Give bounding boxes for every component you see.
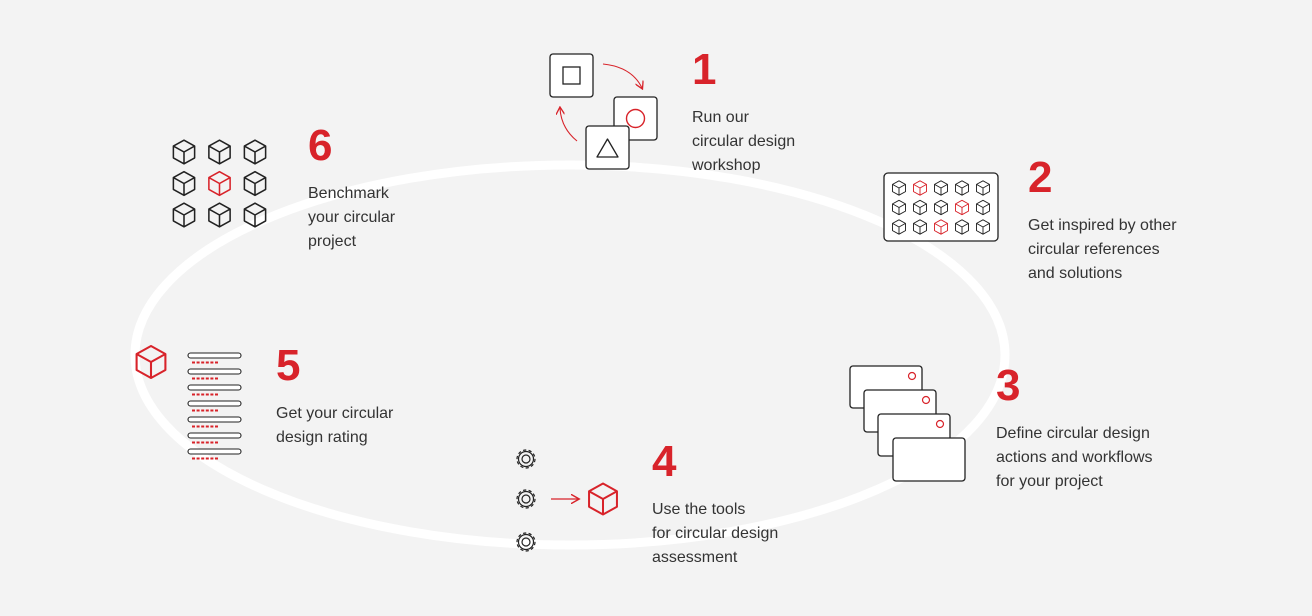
rating-bar — [187, 400, 242, 407]
step-description: Get inspired by other circular reference… — [1028, 217, 1177, 282]
step-5: 5 Get your circular design rating — [276, 344, 393, 450]
cube-icon — [243, 202, 267, 228]
step-description: Define circular design actions and workf… — [996, 425, 1153, 490]
cube-icon — [243, 170, 267, 197]
cube-icon — [172, 170, 196, 197]
step-1: 1 Run our circular design workshop — [692, 48, 795, 178]
rating-bar — [187, 352, 242, 359]
step-2: 2 Get inspired by other circular referen… — [1028, 156, 1177, 286]
rating-list-icon — [135, 344, 242, 460]
cube-icon — [172, 139, 196, 165]
process-ring — [130, 160, 1010, 550]
step-description: Use the tools for circular design assess… — [652, 501, 779, 566]
cube-icon — [208, 170, 231, 197]
step-description: Run our circular design workshop — [692, 109, 796, 174]
step-number: 2 — [1028, 153, 1053, 202]
step-4: 4 Use the tools for circular design asse… — [652, 440, 778, 570]
step-number: 4 — [652, 437, 677, 486]
rating-bar — [187, 416, 242, 423]
rating-bar — [187, 432, 242, 439]
workflow-cards-icon — [849, 365, 966, 482]
rating-bar — [187, 384, 242, 391]
cube-icon — [208, 202, 231, 228]
rating-bar — [187, 448, 242, 455]
step-6: 6 Benchmark your circular project — [308, 124, 395, 254]
step-description: Get your circular design rating — [276, 405, 394, 446]
workshop-shapes-icon — [549, 53, 658, 170]
step-description: Benchmark your circular project — [308, 185, 396, 250]
step-number: 5 — [276, 341, 301, 390]
step-number: 1 — [692, 45, 717, 94]
cube-icon — [172, 202, 196, 228]
reference-library-icon — [883, 172, 999, 242]
cube-icon — [208, 139, 231, 165]
assessment-tools-icon — [516, 449, 618, 552]
step-3: 3 Define circular design actions and wor… — [996, 364, 1153, 494]
rating-bar — [187, 368, 242, 375]
cube-icon — [243, 139, 267, 165]
benchmark-grid-icon — [172, 139, 267, 228]
step-number: 3 — [996, 361, 1021, 410]
step-number: 6 — [308, 121, 333, 170]
